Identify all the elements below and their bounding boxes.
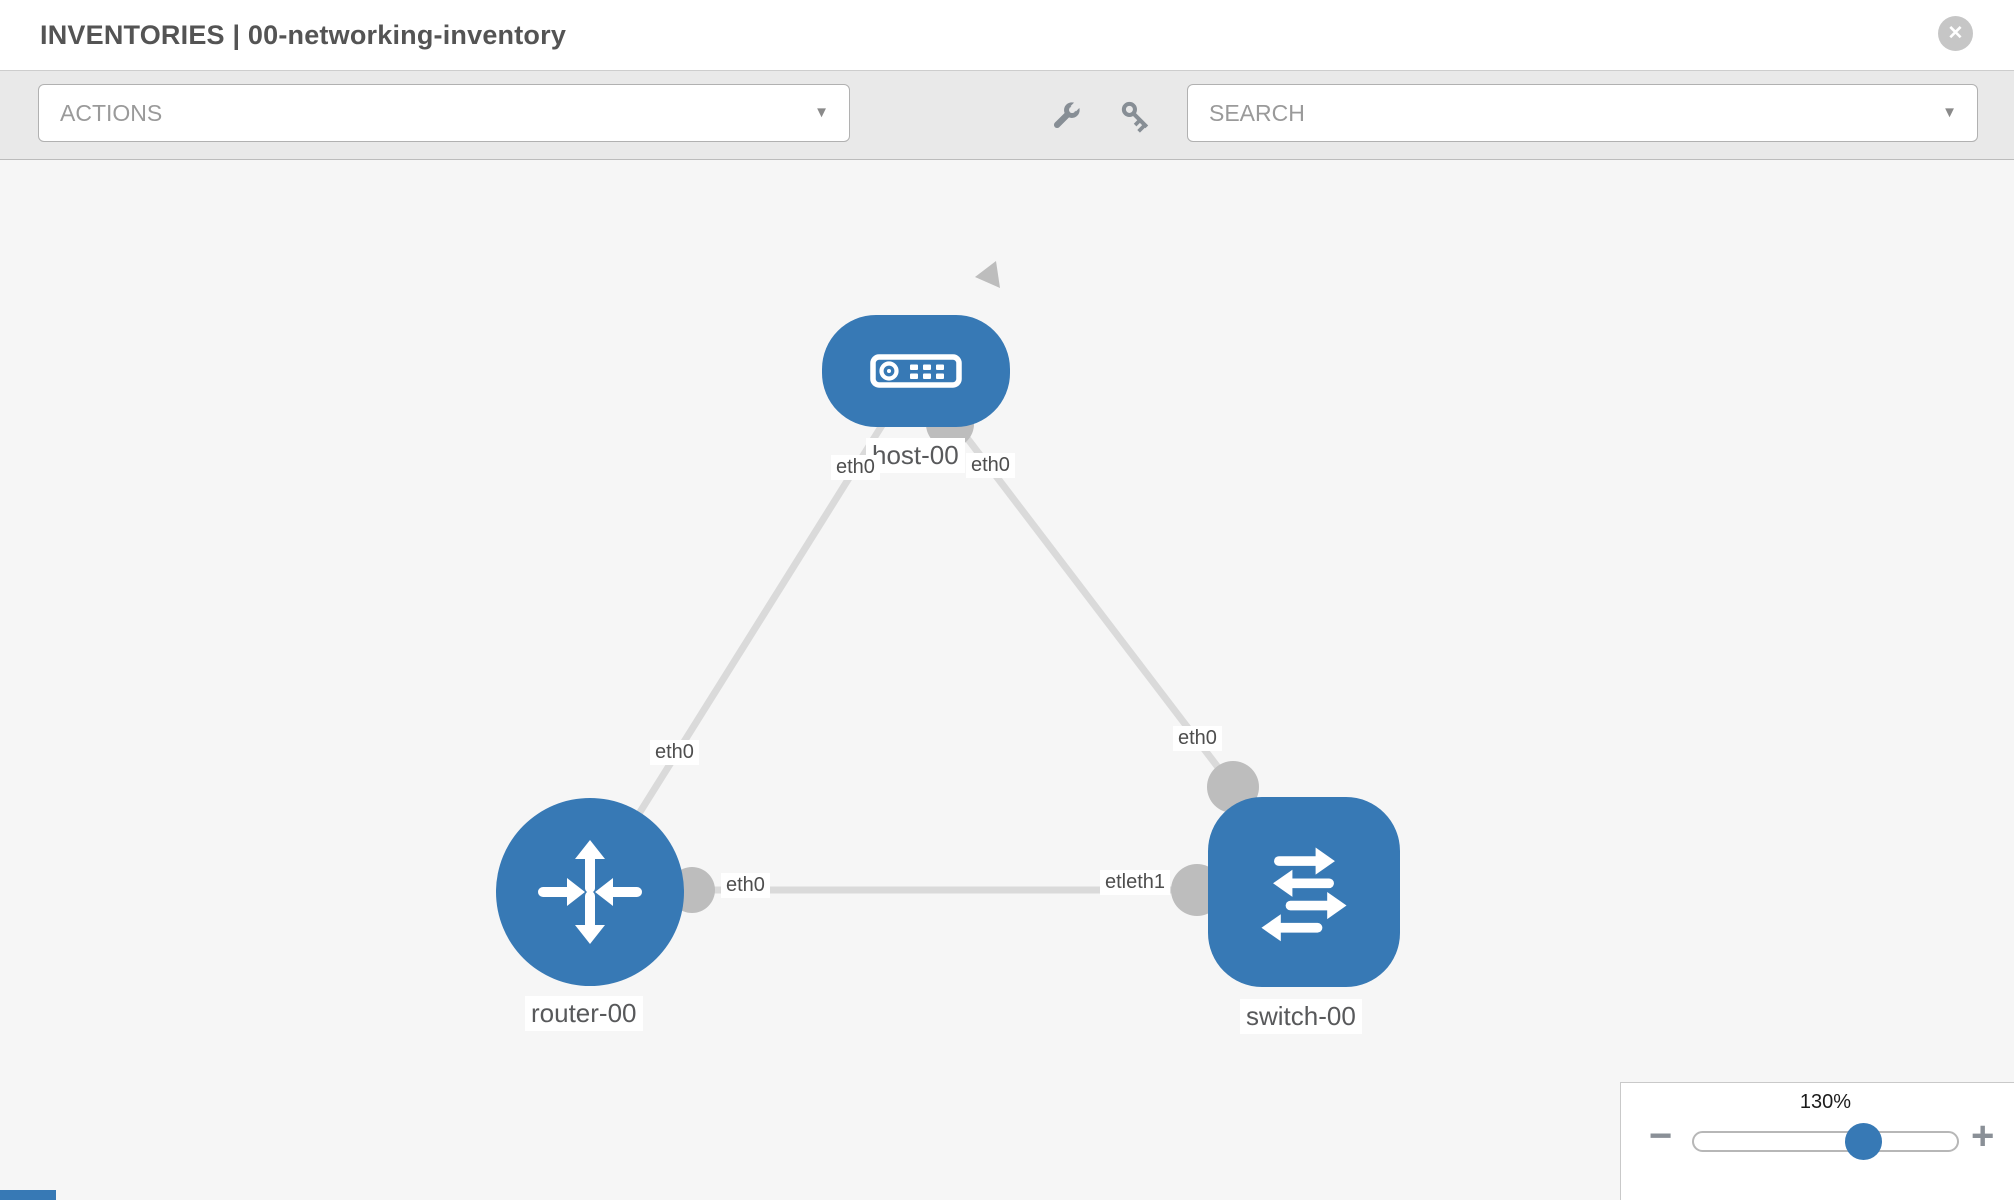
node-label-router: router-00 [525, 996, 643, 1031]
credentials-key-button[interactable] [1118, 98, 1154, 134]
page-title: INVENTORIES | 00-networking-inventory [40, 20, 567, 50]
zoom-in-button[interactable]: + [1971, 1114, 1995, 1158]
actions-dropdown[interactable]: ACTIONS ▼ [38, 84, 850, 142]
host-device-icon [870, 354, 962, 388]
window-header: INVENTORIES | 00-networking-inventory ✕ [0, 0, 2014, 71]
wrench-icon [1053, 100, 1082, 129]
link-arrowhead [975, 261, 1000, 288]
node-router-00[interactable] [496, 798, 684, 986]
key-icon [1121, 101, 1149, 133]
link-host-switch [913, 368, 1236, 790]
zoom-slider-track[interactable] [1692, 1131, 1959, 1152]
node-host-00[interactable] [822, 315, 1010, 427]
close-icon[interactable]: ✕ [1938, 16, 1973, 51]
interface-label: eth0 [831, 455, 880, 480]
interface-label: eth0 [1173, 726, 1222, 751]
interface-label: eth0 [721, 873, 770, 898]
interface-label: eth0 [650, 740, 699, 765]
zoom-control-panel: 130% − + [1620, 1082, 2014, 1200]
interface-label: etleth1 [1100, 870, 1171, 895]
search-dropdown[interactable]: SEARCH ▼ [1187, 84, 1978, 142]
node-label-switch: switch-00 [1240, 999, 1362, 1034]
toolbar: ACTIONS ▼ [0, 71, 2014, 160]
zoom-level-value: 130% [1799, 1091, 1852, 1113]
topology-links-layer [587, 261, 1259, 916]
node-switch-00[interactable] [1208, 797, 1400, 987]
key-legend-button-partial[interactable] [0, 1190, 56, 1200]
chevron-down-icon: ▼ [814, 104, 829, 121]
search-placeholder: SEARCH [1209, 100, 1305, 126]
node-label-host: host-00 [866, 438, 965, 473]
adhoc-wrench-button[interactable] [1048, 98, 1084, 134]
zoom-out-button[interactable]: − [1649, 1114, 1673, 1158]
actions-dropdown-label: ACTIONS [60, 100, 163, 126]
router-icon [538, 840, 642, 944]
chevron-down-icon: ▼ [1942, 104, 1957, 121]
zoom-slider-thumb[interactable] [1845, 1123, 1882, 1160]
interface-label: eth0 [966, 453, 1015, 478]
topology-canvas[interactable]: host-00 router-00 switch-00 eth0 eth0 et… [0, 160, 2014, 1200]
switch-icon [1261, 847, 1347, 942]
